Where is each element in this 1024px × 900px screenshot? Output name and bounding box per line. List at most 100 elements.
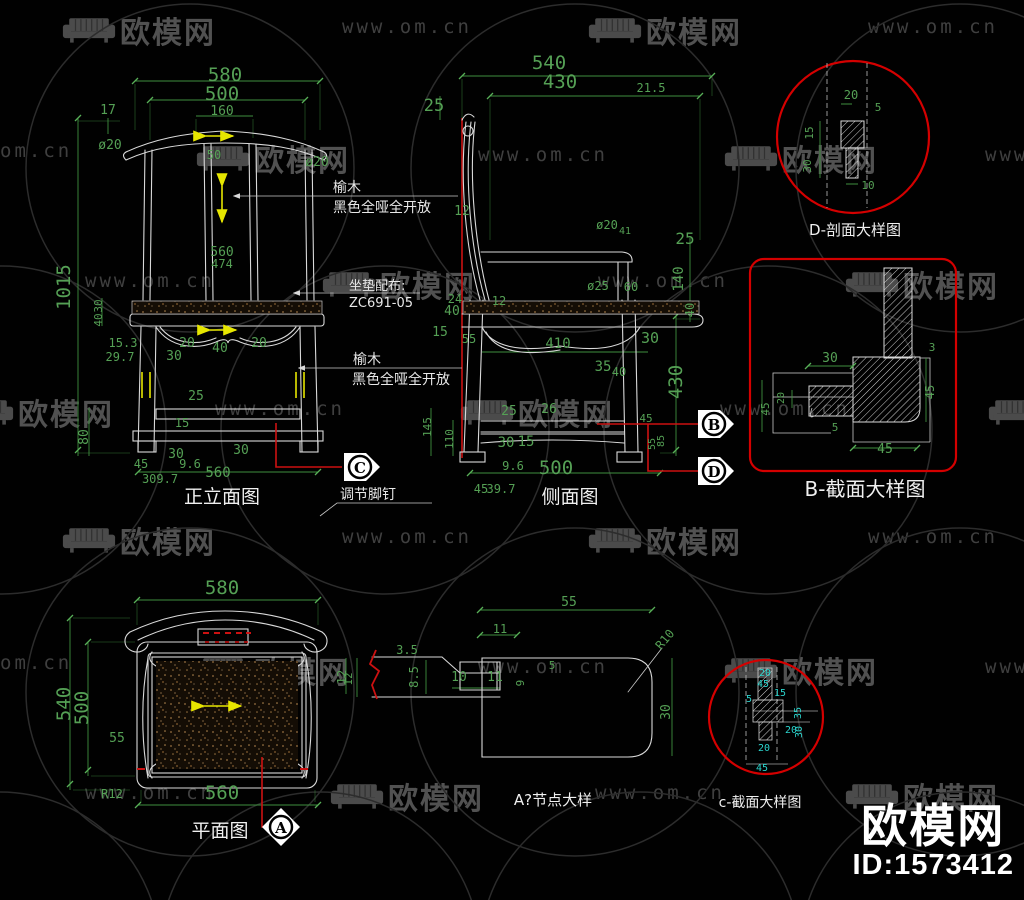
background-circles <box>0 3 1024 900</box>
dim-label: 55 <box>647 438 658 450</box>
dim-label: 80 <box>77 429 92 445</box>
watermark-url-text: www.om.cn <box>478 144 608 166</box>
sofa-icon <box>0 400 14 425</box>
dim-label: 1015 <box>53 264 75 310</box>
cushion-note-line2: ZC691-05 <box>349 296 413 311</box>
watermark-url-text: www.om.cn <box>598 270 728 292</box>
dim-label: ø20 <box>305 155 328 170</box>
dim-label: 45 <box>877 442 893 457</box>
material-back-line1: 榆木 <box>333 180 361 196</box>
dim-label: 540 <box>532 52 566 74</box>
detail-b-title: B-截面大样图 <box>805 477 926 501</box>
dim-label: 30 <box>641 329 659 347</box>
dim-label: 20 <box>776 392 787 404</box>
dim-label: 500 <box>71 691 93 725</box>
dim-label: 560 <box>205 465 230 481</box>
dim-label: 60 <box>624 280 638 294</box>
dim-label: 145 <box>421 417 434 437</box>
sofa-icon <box>588 528 642 553</box>
watermark-logo: 欧模网 <box>588 8 742 52</box>
dim-label: ø20 <box>98 138 121 153</box>
dim-label: 11 <box>493 622 507 636</box>
dim-label: 30 <box>801 159 814 172</box>
dim-label: 30 <box>92 299 105 312</box>
dim-label: 430 <box>543 71 577 93</box>
dim-label: 10 <box>451 670 467 685</box>
watermark-url-partial: om.cn <box>0 652 73 674</box>
watermark-url-text: www.om.cn <box>342 526 472 548</box>
dim-label: 30 <box>794 726 805 738</box>
detail-c-title: c-截面大样图 <box>719 795 802 811</box>
watermark-url-text: www.om.cn <box>868 526 998 548</box>
section-marker-c: C <box>344 453 380 481</box>
dim-label: 10 <box>861 179 874 192</box>
dim-label: 8.5 <box>407 666 421 688</box>
watermark-logo-text: 欧模网 <box>120 16 216 51</box>
cushion-note-line1: 坐垫配布: <box>349 278 405 294</box>
dim-label: 45 <box>474 482 488 496</box>
dim-label: 45 <box>134 457 148 471</box>
watermark-logo: 欧模网 <box>845 262 999 306</box>
dim-label: 540 <box>53 687 75 721</box>
dim-label: ø20 <box>596 218 618 232</box>
svg-text:B: B <box>708 416 721 434</box>
detail-d-title: D-剖面大样图 <box>809 221 901 239</box>
annotations: 榆木 黑色全哑全开放 坐垫配布: ZC691-05 榆木 黑色全哑全开放 调节脚… <box>232 180 734 846</box>
watermark-logo: 欧模网 <box>0 390 114 434</box>
watermark-logo: 欧模网 <box>988 390 1024 434</box>
watermark-url-text: www.om.cn <box>342 16 472 38</box>
dim-label: 30 <box>233 443 249 458</box>
dim-label: 40 <box>92 313 105 326</box>
sofa-icon <box>988 400 1024 425</box>
dim-label: 21.5 <box>637 81 666 95</box>
dim-label: 3 <box>929 341 936 354</box>
dim-label: 85 <box>656 435 667 447</box>
dim-label: 5 <box>746 694 752 705</box>
dim-label: ø25 <box>587 279 609 293</box>
sofa-icon <box>322 272 376 297</box>
detail-a-title: A?节点大样 <box>514 791 592 809</box>
svg-text:A: A <box>274 819 287 837</box>
dim-label: 20 <box>179 336 195 351</box>
dim-label: 45 <box>756 763 768 774</box>
watermark-url-text: www.om.cn <box>985 144 1024 166</box>
dim-label: 110 <box>443 429 456 449</box>
dim-label: 30 <box>166 349 182 364</box>
dim-label: 410 <box>545 336 570 352</box>
model-id: ID:1573412 <box>852 849 1014 881</box>
watermark-url-text: www.om.cn <box>985 656 1024 678</box>
foot-adjuster-label: 调节脚钉 <box>340 487 396 503</box>
dim-label: 3.5 <box>396 643 418 657</box>
watermark-logo: 欧模网 <box>588 518 742 562</box>
watermark-logo-text: 欧模网 <box>120 526 216 561</box>
dim-label: 26 <box>541 402 557 417</box>
dim-label: 50 <box>207 148 221 162</box>
watermark-logo: 欧模网 <box>62 8 216 52</box>
plan-view-title: 平面图 <box>191 820 248 842</box>
dim-label: 15 <box>175 416 189 430</box>
sofa-icon <box>330 784 384 809</box>
dim-label: 5 <box>549 659 556 672</box>
dim-label: 15 <box>774 688 786 699</box>
dim-label: 45 <box>923 385 937 399</box>
site-logo-text: 欧模网 <box>861 800 1006 852</box>
watermark-url-text: www.om.cn <box>478 656 608 678</box>
dim-label: 500 <box>205 83 239 105</box>
dim-label: 40 <box>212 341 228 356</box>
watermark-url-partial: om.cn <box>0 140 73 162</box>
dim-label: 12 <box>342 672 355 685</box>
dim-label: 560 <box>210 245 233 260</box>
dim-label: 560 <box>205 782 239 804</box>
dim-label: 9.6 <box>502 459 524 473</box>
dim-label: 30 <box>498 435 515 451</box>
sofa-icon <box>62 528 116 553</box>
dim-label: 39.7 <box>487 482 516 496</box>
sofa-icon <box>588 18 642 43</box>
sofa-icon <box>196 146 250 171</box>
dim-label: 309.7 <box>142 472 178 486</box>
dim-label: 55 <box>462 332 476 346</box>
